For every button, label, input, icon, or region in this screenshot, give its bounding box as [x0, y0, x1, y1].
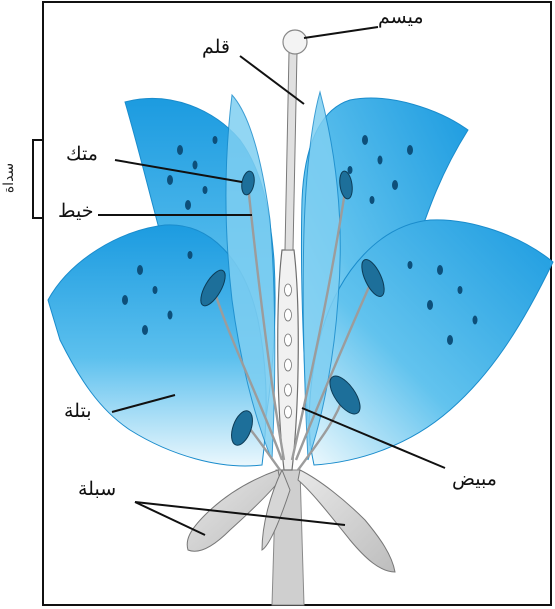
stigma-pointer: [304, 27, 378, 38]
label-stigma: ميسم: [378, 8, 424, 27]
style: [285, 52, 297, 250]
sepal-pointer-1: [135, 502, 205, 535]
label-petal: بتلة: [64, 402, 92, 421]
label-ovary: مبيض: [452, 470, 497, 489]
label-anther: متك: [66, 145, 98, 164]
stigma: [283, 30, 307, 54]
label-sepal: سبلة: [78, 480, 116, 499]
label-style: قلم: [202, 38, 230, 57]
stamen-bracket: [33, 140, 43, 218]
label-filament: خيط: [58, 202, 94, 221]
label-stamen: سداة: [1, 163, 17, 193]
